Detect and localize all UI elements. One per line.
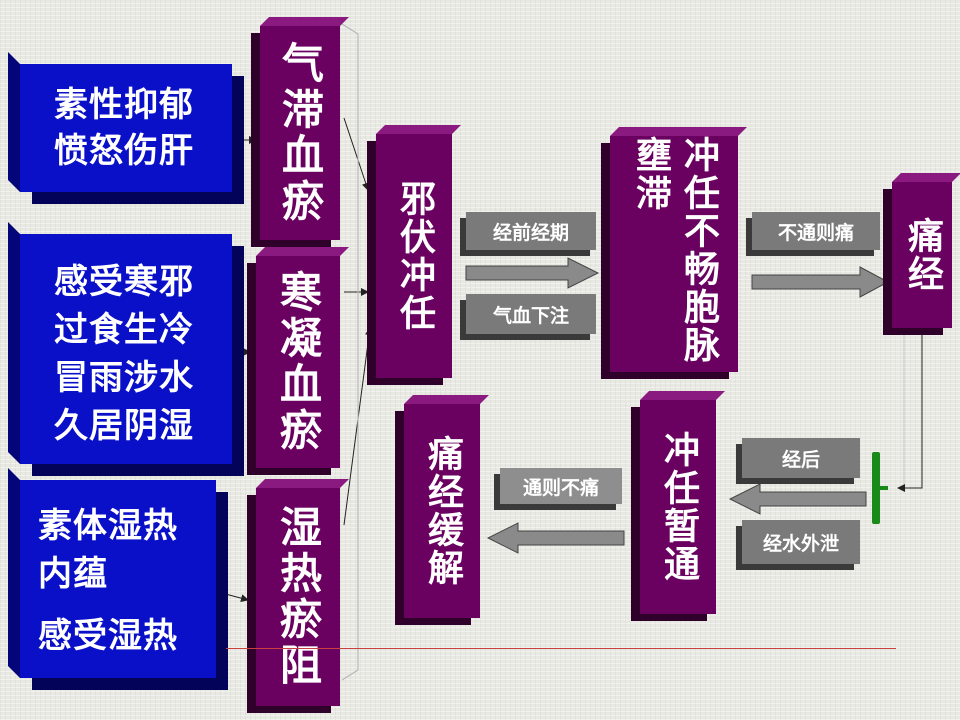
chip-before-period: 经前经期: [466, 212, 596, 250]
mechanism-qi-stagnation: 气滞血瘀: [260, 26, 340, 240]
block-arrow-to-dysmenorrhea: [751, 266, 890, 298]
pathogen-box: 邪伏冲任: [376, 134, 452, 378]
cause-line: 感受寒邪: [54, 262, 194, 302]
unblocked-label: 冲任暂通: [658, 431, 699, 583]
mechanism-cold-stagnation: 寒凝血瘀: [256, 256, 340, 468]
chip-after-period: 经后: [742, 438, 860, 478]
block-arrow-to-relief: [486, 522, 625, 554]
dysmenorrhea-box: 痛经: [892, 182, 952, 328]
cause-line: 过食生冷: [54, 310, 194, 350]
relief-label: 痛经缓解: [422, 435, 463, 587]
mechanism-bracket: [341, 23, 359, 681]
green-bracket: [872, 452, 888, 524]
chip-label: 通则不痛: [522, 476, 599, 499]
pathogen-label: 邪伏冲任: [394, 180, 435, 332]
chip-label: 经后: [781, 448, 820, 471]
chip-menses-drain: 经水外泄: [742, 520, 860, 564]
cause-line: 感受湿热: [38, 616, 178, 656]
blockage-box: 冲任不畅胞脉壅滞: [610, 136, 738, 372]
mechanism-label: 湿热瘀阻: [273, 505, 323, 689]
slide-divider: [226, 648, 896, 649]
chip-flow-no-pain: 通则不痛: [500, 468, 622, 504]
mechanism-label: 寒凝血瘀: [273, 270, 323, 454]
chip-label: 不通则痛: [777, 221, 854, 244]
chip-label: 经前经期: [492, 221, 569, 244]
chip-no-flow-pain: 不通则痛: [752, 212, 880, 250]
block-arrow-to-unblocked: [728, 483, 867, 515]
mechanism-damp-heat: 湿热瘀阻: [256, 488, 340, 706]
cause-line: 冒雨涉水: [54, 358, 194, 398]
arrow-qi-to-pathogen: [343, 117, 370, 191]
chip-label: 气血下注: [492, 304, 569, 327]
cause-line: 素体湿热: [38, 506, 178, 546]
arrow-dysmenorrhea-to-after: [897, 332, 923, 492]
chip-qi-blood-down: 气血下注: [466, 294, 596, 334]
cause-line: 素性抑郁: [54, 85, 194, 125]
relief-box: 痛经缓解: [404, 404, 480, 618]
cause-box-damp-heat: 素体湿热 内蕴 感受湿热: [20, 480, 216, 678]
cause-line: 愤怒伤肝: [54, 131, 194, 171]
cause-line: 内蕴: [38, 554, 108, 594]
dysmenorrhea-label: 痛经: [902, 217, 943, 293]
cause-line: 久居阴湿: [54, 406, 194, 446]
arrow-cause3-to-damp: [217, 591, 249, 603]
mechanism-label: 气滞血瘀: [275, 41, 325, 225]
cause-box-cold: 感受寒邪 过食生冷 冒雨涉水 久居阴湿: [20, 234, 232, 464]
blockage-label: 冲任不畅胞脉壅滞: [630, 136, 719, 364]
block-arrow-to-blockage: [465, 257, 600, 289]
cause-line: [38, 598, 216, 612]
unblocked-box: 冲任暂通: [640, 400, 716, 614]
chip-label: 经水外泄: [762, 532, 839, 555]
arrow-damp-to-pathogen: [343, 327, 374, 526]
cause-box-liver: 素性抑郁 愤怒伤肝: [20, 64, 232, 192]
